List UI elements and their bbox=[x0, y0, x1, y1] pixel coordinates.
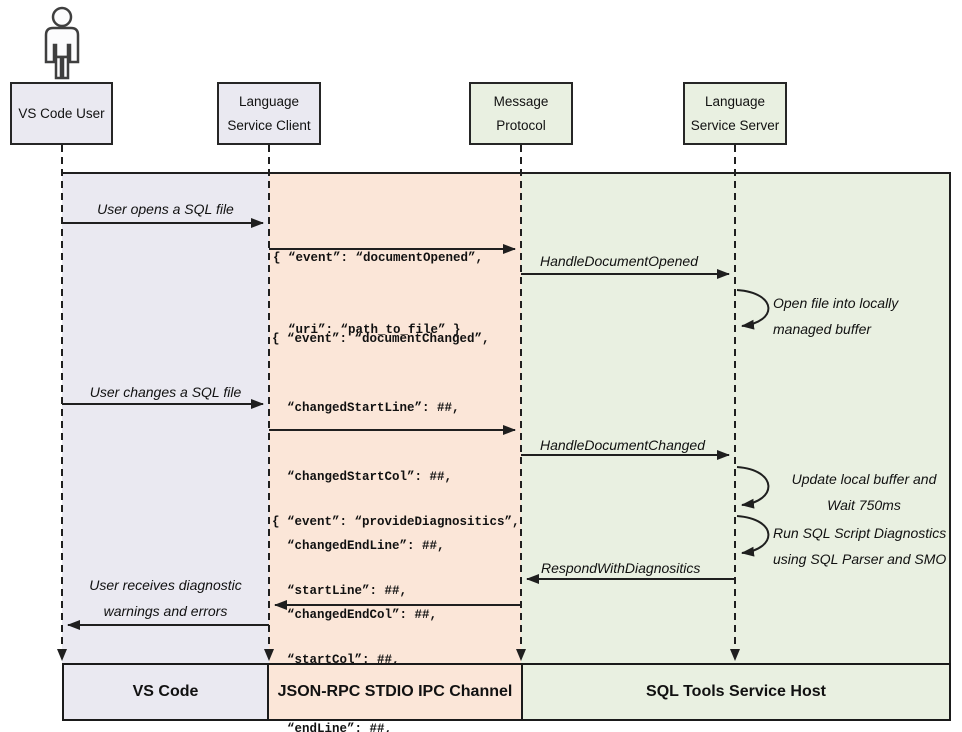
actor-label: Language bbox=[704, 93, 766, 109]
actor-box-message-protocol: Message Protocol bbox=[469, 82, 573, 145]
lane-ipc-channel bbox=[269, 174, 521, 721]
lifeline-end-arrow-user bbox=[57, 649, 67, 661]
region-right-border bbox=[949, 172, 951, 721]
actor-label: Service Client bbox=[227, 117, 311, 133]
payload-document-opened: { “event”: “documentOpened”, “uri”: “pat… bbox=[273, 251, 484, 337]
actor-box-service-server: Language Service Server bbox=[683, 82, 787, 145]
actor-label: Protocol bbox=[496, 117, 546, 133]
footer-box-service-host: SQL Tools Service Host bbox=[521, 663, 951, 721]
loop-open-file bbox=[736, 289, 770, 330]
actor-box-vscode-user: VS Code User bbox=[10, 82, 113, 145]
actor-label: Service Server bbox=[690, 117, 780, 133]
lane-vscode bbox=[62, 174, 269, 721]
actor-label: VS Code User bbox=[18, 105, 105, 121]
note-run-diagnostics: Run SQL Script Diagnostics using SQL Par… bbox=[773, 525, 947, 567]
actor-box-service-client: Language Service Client bbox=[217, 82, 321, 145]
footer-box-ipc-channel: JSON-RPC STDIO IPC Channel bbox=[267, 663, 523, 721]
note-update-buffer: Update local buffer and Wait 750ms bbox=[791, 471, 937, 513]
loop-run-diagnostics bbox=[736, 515, 770, 557]
lifeline-end-arrow-protocol bbox=[516, 649, 526, 661]
payload-document-changed: { “event”: “documentChanged”, “changedSt… bbox=[272, 332, 512, 691]
actor-label: Language bbox=[238, 93, 300, 109]
label-handle-opened: HandleDocumentOpened bbox=[540, 253, 698, 269]
label-handle-changed: HandleDocumentChanged bbox=[540, 437, 705, 453]
actor-label: Message bbox=[493, 93, 549, 109]
lifeline-end-arrow-client bbox=[264, 649, 274, 661]
payload-provide-diagnostics: { “event”: “provideDiagnositics”, “start… bbox=[272, 515, 520, 732]
region-top-border bbox=[62, 172, 951, 174]
label-user-opens: User opens a SQL file bbox=[97, 201, 234, 217]
note-open-file: Open file into locally managed buffer bbox=[773, 295, 899, 337]
user-actor-icon bbox=[44, 6, 80, 80]
label-user-receives: User receives diagnostic warnings and er… bbox=[89, 577, 242, 619]
lifeline-end-arrow-server bbox=[730, 649, 740, 661]
footer-box-vscode: VS Code bbox=[62, 663, 269, 721]
loop-update-buffer bbox=[736, 466, 770, 509]
label-respond-diagnostics: RespondWithDiagnositics bbox=[541, 560, 701, 576]
label-user-changes: User changes a SQL file bbox=[89, 384, 242, 400]
